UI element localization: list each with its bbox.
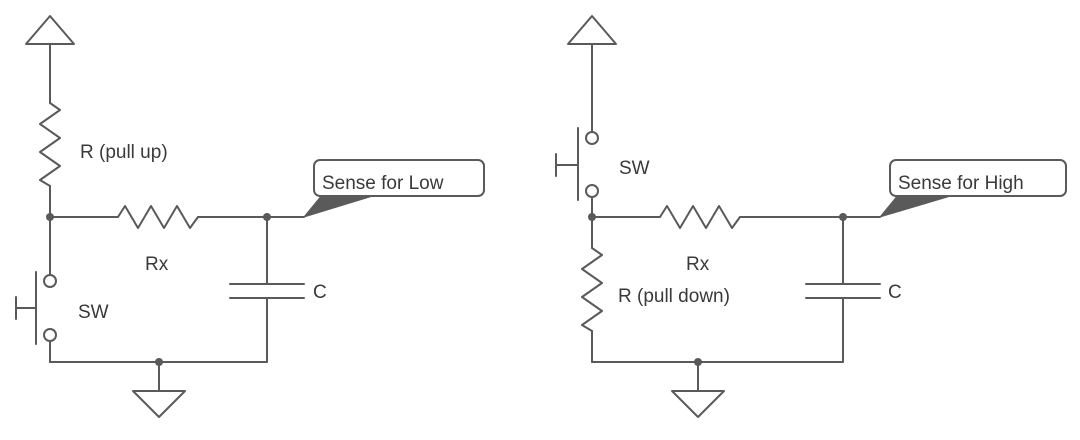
- left-rx-label: Rx: [145, 254, 169, 275]
- left-c-label: C: [313, 282, 327, 303]
- right-sw-pin-top: [585, 131, 599, 145]
- right-sense-flag: Sense for High: [879, 159, 1067, 218]
- right-vcc-symbol: [567, 15, 617, 45]
- right-sw-label: SW: [619, 158, 650, 179]
- right-junction-sense: [839, 213, 847, 221]
- right-sw-pin-bottom: [585, 184, 599, 198]
- left-circuit: R (pull up) Rx C SW Sense f: [15, 15, 485, 418]
- left-ground-symbol: [132, 390, 186, 418]
- left-flag-label: Sense for Low: [322, 173, 444, 194]
- right-flag-label: Sense for High: [898, 173, 1024, 194]
- left-junction-top: [46, 213, 54, 221]
- right-junction-ground: [694, 358, 702, 366]
- right-rx-label: Rx: [686, 254, 710, 275]
- left-pullup-label: R (pull up): [80, 142, 168, 163]
- left-sw-label: SW: [78, 302, 109, 323]
- left-rx-resistor: [117, 205, 199, 229]
- left-flag-pointer: [303, 194, 377, 218]
- left-vcc-symbol: [25, 15, 75, 45]
- right-junction-top: [588, 213, 596, 221]
- left-sw-pin-top: [43, 274, 57, 288]
- left-sw-pin-bottom: [43, 328, 57, 342]
- right-flag-pointer: [879, 194, 955, 218]
- right-pulldown-label: R (pull down): [618, 286, 730, 307]
- left-flag-box: [313, 159, 485, 197]
- left-junction-sense: [263, 213, 271, 221]
- right-flag-box: [889, 159, 1067, 197]
- right-pulldown-resistor: [581, 247, 603, 332]
- left-junction-ground: [155, 358, 163, 366]
- left-pullup-resistor: [39, 102, 61, 187]
- left-sense-flag: Sense for Low: [303, 159, 485, 218]
- right-circuit: SW Rx R (pull down) C Sense for High: [555, 15, 1067, 418]
- right-ground-symbol: [671, 390, 725, 418]
- right-rx-resistor: [659, 205, 741, 229]
- right-c-label: C: [888, 282, 902, 303]
